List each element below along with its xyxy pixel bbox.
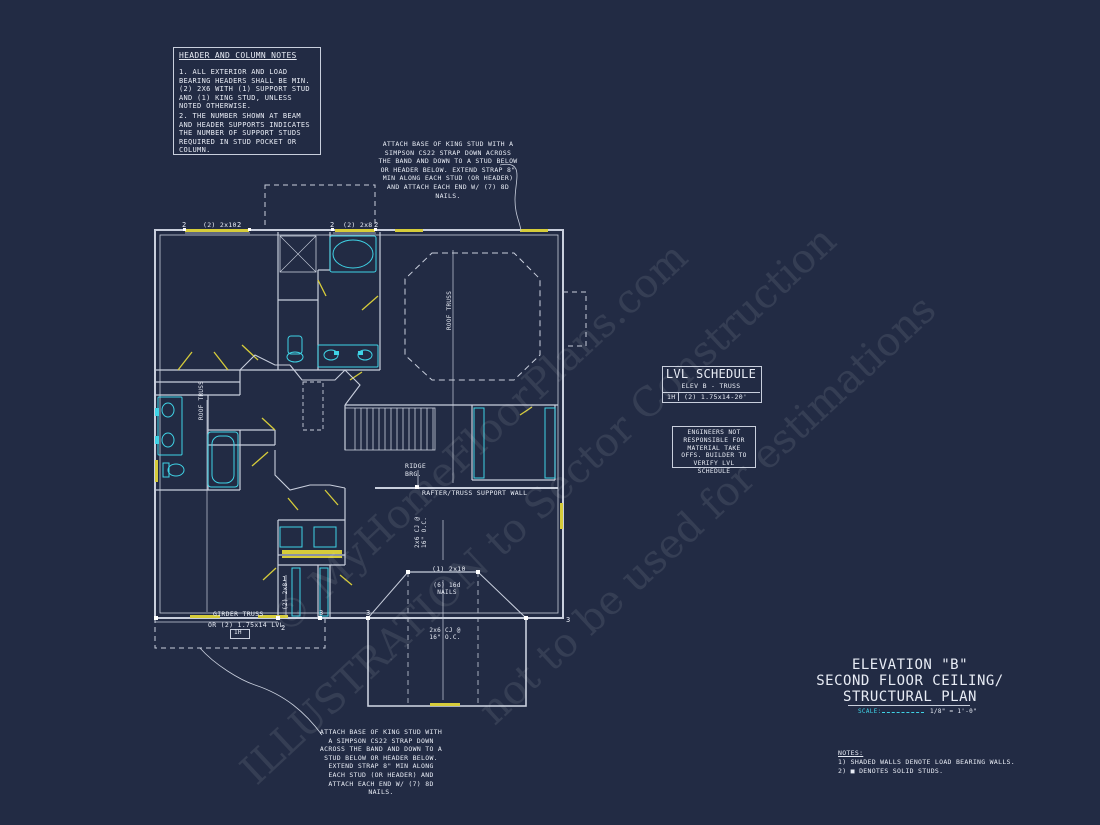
scale-label: SCALE: [858, 708, 882, 715]
rafter-truss-support-wall-label: RAFTER/TRUSS SUPPORT WALL [422, 489, 528, 497]
engineers-note-box [672, 426, 756, 468]
stud-count-label: 2 [237, 221, 242, 229]
girder-tag: 1H [234, 629, 242, 636]
header-label-top-mid: (2) 2x8 [343, 221, 373, 229]
plumbing-fixtures [157, 235, 556, 617]
scale-value: 1/8" = 1'-0" [930, 708, 977, 715]
strap-callout-top: ATTACH BASE OF KING STUD WITH A SIMPSON … [378, 140, 518, 200]
fixture-solid-marks [155, 351, 363, 444]
header-notes-item-2: 2. THE NUMBER SHOWN AT BEAM AND HEADER S… [179, 112, 310, 155]
lvl-schedule-title: LVL SCHEDULE [665, 367, 757, 381]
stud-count-label: 2 [281, 624, 286, 632]
stud-count-label: 2 [374, 221, 379, 229]
header-label-top-left: (2) 2x10 [203, 221, 237, 229]
stud-count-label: 3 [366, 609, 371, 617]
stud-count-label: 3 [566, 616, 571, 624]
roof-truss-label-left: ROOF TRUSS [198, 380, 205, 420]
lvl-schedule-col-divider [678, 392, 679, 401]
nails-label: (6) 16d NAILS [433, 582, 461, 596]
lvl-schedule-row-value: (2) 1.75x14-20' [684, 393, 748, 401]
drawing-title-line-2: SECOND FLOOR CEILING/ [816, 673, 1004, 689]
header-notes-title: HEADER AND COLUMN NOTES [179, 51, 297, 60]
header-notes-box [173, 47, 321, 155]
ridge-bearing-label: RIDGE BRG. [405, 462, 427, 478]
stud-count-label: 2 [330, 221, 335, 229]
drawing-title-line-3: STRUCTURAL PLAN [843, 689, 977, 705]
title-underline [848, 705, 970, 706]
door-swings [177, 279, 533, 586]
exterior-walls [154, 229, 564, 707]
stud-marks [154, 228, 528, 620]
header-label-mid: (1) 2x10 [432, 565, 466, 573]
lvl-schedule-box [662, 366, 762, 403]
ceiling-joist-label-lower: 2x6 CJ @ 16" O.C. [429, 627, 461, 641]
roof-truss-label-right: ROOF TRUSS [446, 290, 453, 330]
girder-lvl-label: OR (2) 1.75x14 LVL [208, 621, 284, 629]
scale-bar [882, 712, 924, 713]
stud-count-label: 3 [319, 609, 324, 617]
stud-count-label: 2 [182, 221, 187, 229]
drawing-title-block: ELEVATION "B" SECOND FLOOR CEILING/ STRU… [815, 657, 1005, 705]
lvl-schedule-row-tag: 1H [667, 393, 676, 401]
lvl-schedule-divider [662, 392, 760, 393]
notes-item-1: 1) SHADED WALLS DENOTE LOAD BEARING WALL… [838, 758, 1015, 766]
strap-callout-bottom: ATTACH BASE OF KING STUD WITH A SIMPSON … [319, 728, 443, 797]
girder-truss-label: GIRDER TRUSS [213, 610, 264, 618]
drawing-title-line-1: ELEVATION "B" [851, 657, 969, 673]
lvl-schedule-subtitle: ELEV B - TRUSS [681, 382, 741, 390]
header-notes-item-1: 1. ALL EXTERIOR AND LOAD BEARING HEADERS… [179, 68, 310, 111]
stair [344, 407, 436, 451]
notes-title: NOTES: [838, 749, 864, 757]
notes-item-2: 2) ■ DENOTES SOLID STUDS. [838, 767, 944, 775]
stud-count-label: 1 [282, 575, 287, 583]
engineers-note: ENGINEERS NOT RESPONSIBLE FOR MATERIAL T… [681, 429, 747, 475]
leader-lines [199, 163, 522, 736]
girder-tag-box [230, 629, 250, 639]
load-bearing-walls [155, 229, 563, 706]
